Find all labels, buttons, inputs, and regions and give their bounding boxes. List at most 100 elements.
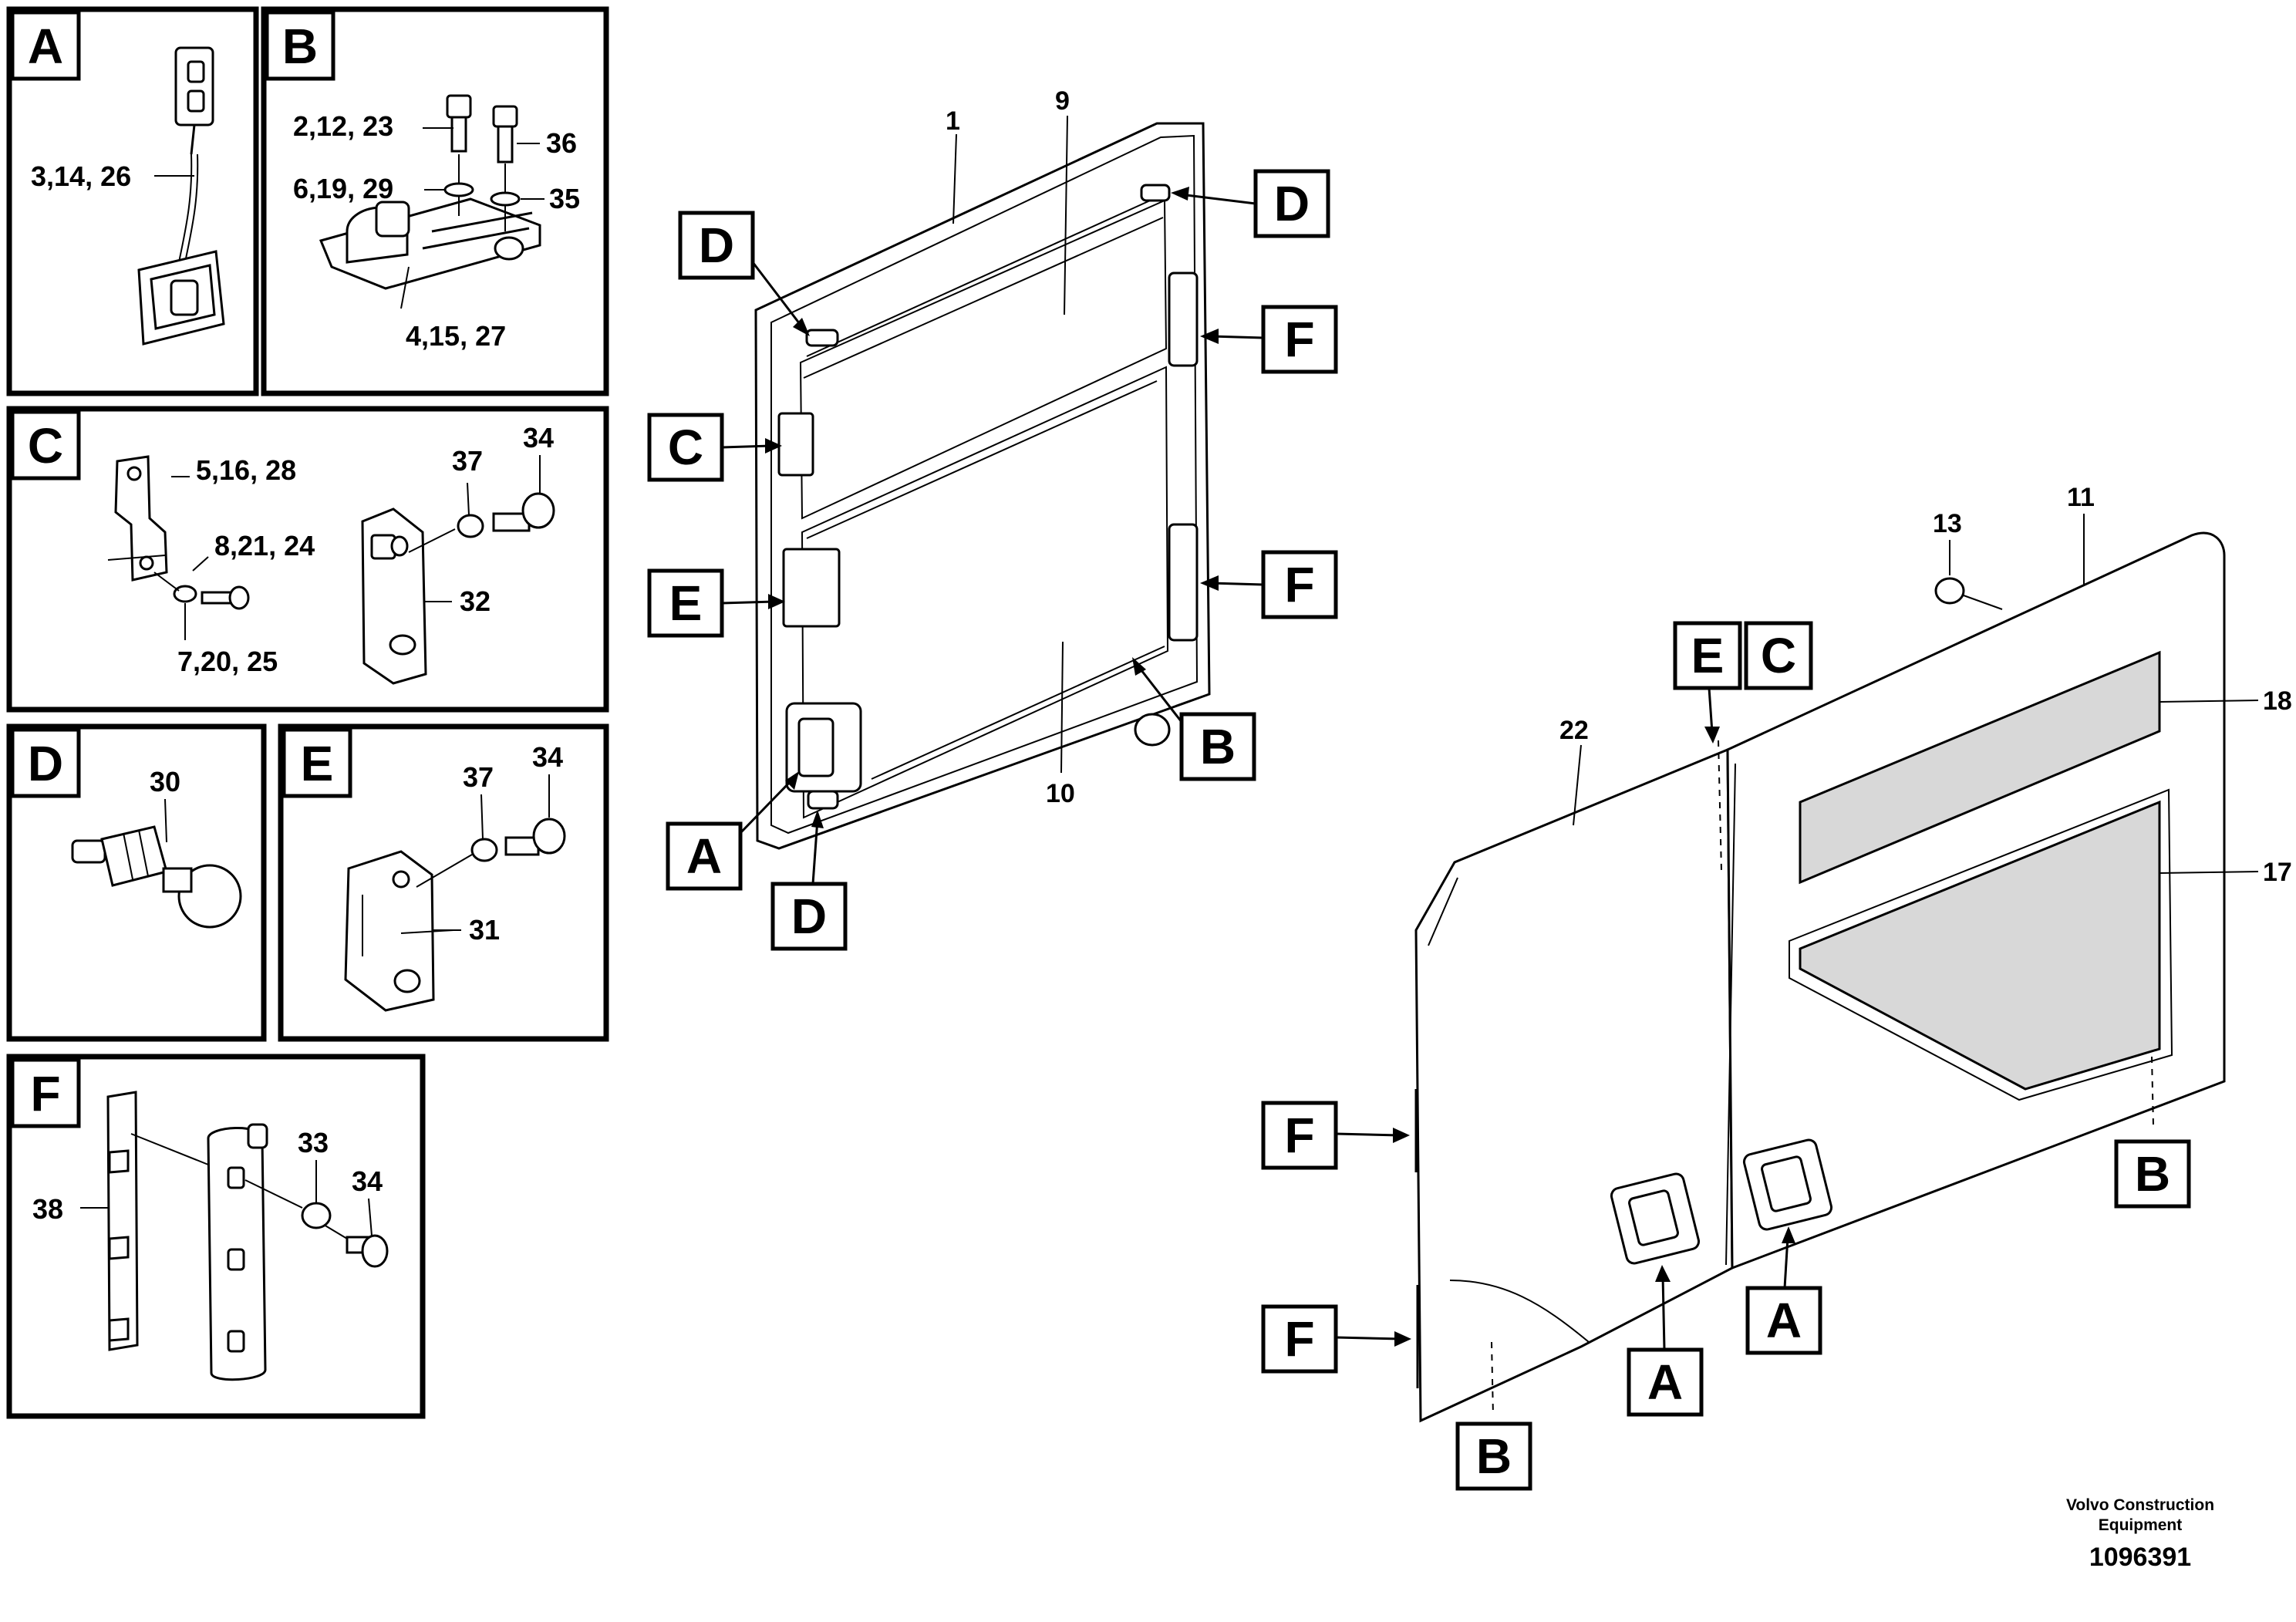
leader-e-1 [480, 794, 484, 840]
leader-door-10 [1060, 641, 1064, 774]
label-inset-c-ref-4: 37 [452, 445, 483, 477]
svg-text:E: E [669, 575, 703, 631]
callout-panel-f-top: F [1261, 1101, 1410, 1170]
label-panel-ref-18: 18 [2263, 686, 2292, 716]
side-panel-assembly-drawing [1414, 531, 2226, 1423]
callout-panel-a-right: A [1745, 1226, 1822, 1355]
inset-a-frame [6, 6, 259, 396]
label-door-ref-9: 9 [1055, 86, 1070, 116]
svg-text:F: F [30, 1066, 60, 1121]
label-inset-c-ref-1: 5,16, 28 [196, 454, 296, 486]
label-inset-e-ref-2: 34 [532, 741, 563, 773]
label-inset-d-ref: 30 [150, 766, 180, 798]
inset-e-bracket-drawing [344, 818, 566, 1012]
leader-c-2 [192, 556, 209, 572]
inset-b-frame [261, 6, 609, 396]
svg-text:C: C [668, 420, 703, 475]
label-inset-c-ref-5: 34 [523, 422, 554, 454]
inset-e-frame [278, 723, 609, 1042]
door-assembly-drawing [754, 122, 1211, 850]
leader-f-3 [368, 1198, 373, 1236]
label-door-ref-1: 1 [946, 106, 960, 136]
callout-door-a: A [666, 771, 799, 891]
leader-c-4 [467, 482, 470, 516]
svg-text:A: A [1766, 1293, 1802, 1348]
svg-text:D: D [791, 889, 827, 944]
inset-b-title: B [265, 10, 335, 81]
label-inset-b-ref-4: 36 [546, 127, 577, 159]
svg-text:B: B [1200, 719, 1236, 774]
label-inset-c-ref-2: 8,21, 24 [214, 530, 315, 561]
inset-f-frame [6, 1054, 426, 1419]
callout-panel-f-bottom: F [1261, 1304, 1411, 1374]
inset-a-latch-drawing [137, 46, 225, 346]
leader-door-1 [952, 133, 957, 224]
callout-door-b: B [1132, 657, 1256, 781]
callout-panel-a-left: A [1627, 1265, 1704, 1417]
label-inset-f-ref-3: 34 [352, 1165, 383, 1197]
callout-door-f-bottom: F [1200, 550, 1338, 619]
callout-panel-b-right: B [2114, 1139, 2191, 1209]
label-inset-f-ref-1: 38 [32, 1193, 63, 1225]
label-inset-e-ref-1: 37 [463, 761, 494, 793]
svg-text:B: B [1476, 1428, 1512, 1484]
label-inset-f-ref-2: 33 [298, 1127, 329, 1158]
leader-b-3 [400, 266, 410, 309]
inset-d-title: D [10, 727, 81, 798]
callout-panel-b-bottom: B [1455, 1421, 1532, 1491]
label-panel-ref-22: 22 [1559, 716, 1589, 745]
svg-text:F: F [1284, 1108, 1314, 1163]
inset-e-title: E [282, 727, 352, 798]
footer-drawing-number: 1096391 [2089, 1543, 2191, 1572]
label-inset-b-ref-1: 2,12, 23 [293, 110, 393, 142]
callout-panel-e: E [1673, 621, 1742, 744]
label-inset-c-ref-6: 32 [460, 585, 491, 617]
label-inset-b-ref-3: 4,15, 27 [406, 320, 506, 352]
label-panel-ref-17: 17 [2263, 858, 2292, 887]
callout-door-c: C [647, 413, 782, 482]
svg-text:F: F [1284, 557, 1314, 612]
callout-door-f-top: F [1200, 305, 1338, 374]
label-inset-b-ref-2: 6,19, 29 [293, 173, 393, 204]
svg-text:B: B [282, 19, 318, 74]
inset-f-title: F [10, 1057, 81, 1128]
inset-d-frame [6, 723, 267, 1042]
callout-door-d-top-right: D [1171, 169, 1330, 238]
label-door-ref-10: 10 [1046, 779, 1075, 808]
callout-door-d-top-left: D [678, 211, 810, 336]
callout-door-e: E [647, 568, 785, 638]
svg-text:A: A [28, 19, 63, 74]
label-inset-c-ref-3: 7,20, 25 [177, 646, 278, 677]
inset-c-title: C [10, 410, 81, 481]
leader-panel-18 [2159, 700, 2259, 703]
inset-c-bracket-drawing [107, 455, 555, 685]
leader-d-1 [164, 798, 167, 843]
label-inset-b-ref-5: 35 [549, 183, 580, 214]
svg-text:A: A [686, 828, 722, 884]
svg-text:D: D [1274, 176, 1310, 231]
svg-text:F: F [1284, 1311, 1314, 1367]
inset-a-title: A [10, 10, 81, 81]
callout-panel-c: C [1744, 621, 1813, 690]
leader-door-9 [1064, 115, 1068, 315]
svg-text:C: C [28, 418, 63, 474]
svg-text:E: E [301, 736, 334, 791]
inset-d-stud-drawing [71, 825, 242, 929]
footer-brand-line1: Volvo Construction [2066, 1496, 2214, 1514]
footer-brand-line2: Equipment [2099, 1516, 2183, 1534]
svg-text:F: F [1284, 312, 1314, 367]
svg-text:D: D [28, 736, 63, 791]
leader-panel-17 [2159, 871, 2259, 874]
label-panel-ref-11: 11 [2067, 483, 2095, 512]
svg-text:C: C [1761, 628, 1796, 683]
inset-f-hinge-drawing [106, 1091, 389, 1381]
label-panel-ref-13: 13 [1933, 509, 1962, 538]
svg-text:A: A [1647, 1354, 1683, 1410]
svg-text:E: E [1691, 628, 1725, 683]
leader-panel-22 [1573, 744, 1582, 826]
inset-b-lock-drawing [319, 94, 541, 290]
inset-c-frame [6, 406, 609, 713]
label-inset-e-ref-3: 31 [469, 914, 500, 946]
callout-door-d-bottom: D [770, 810, 848, 951]
